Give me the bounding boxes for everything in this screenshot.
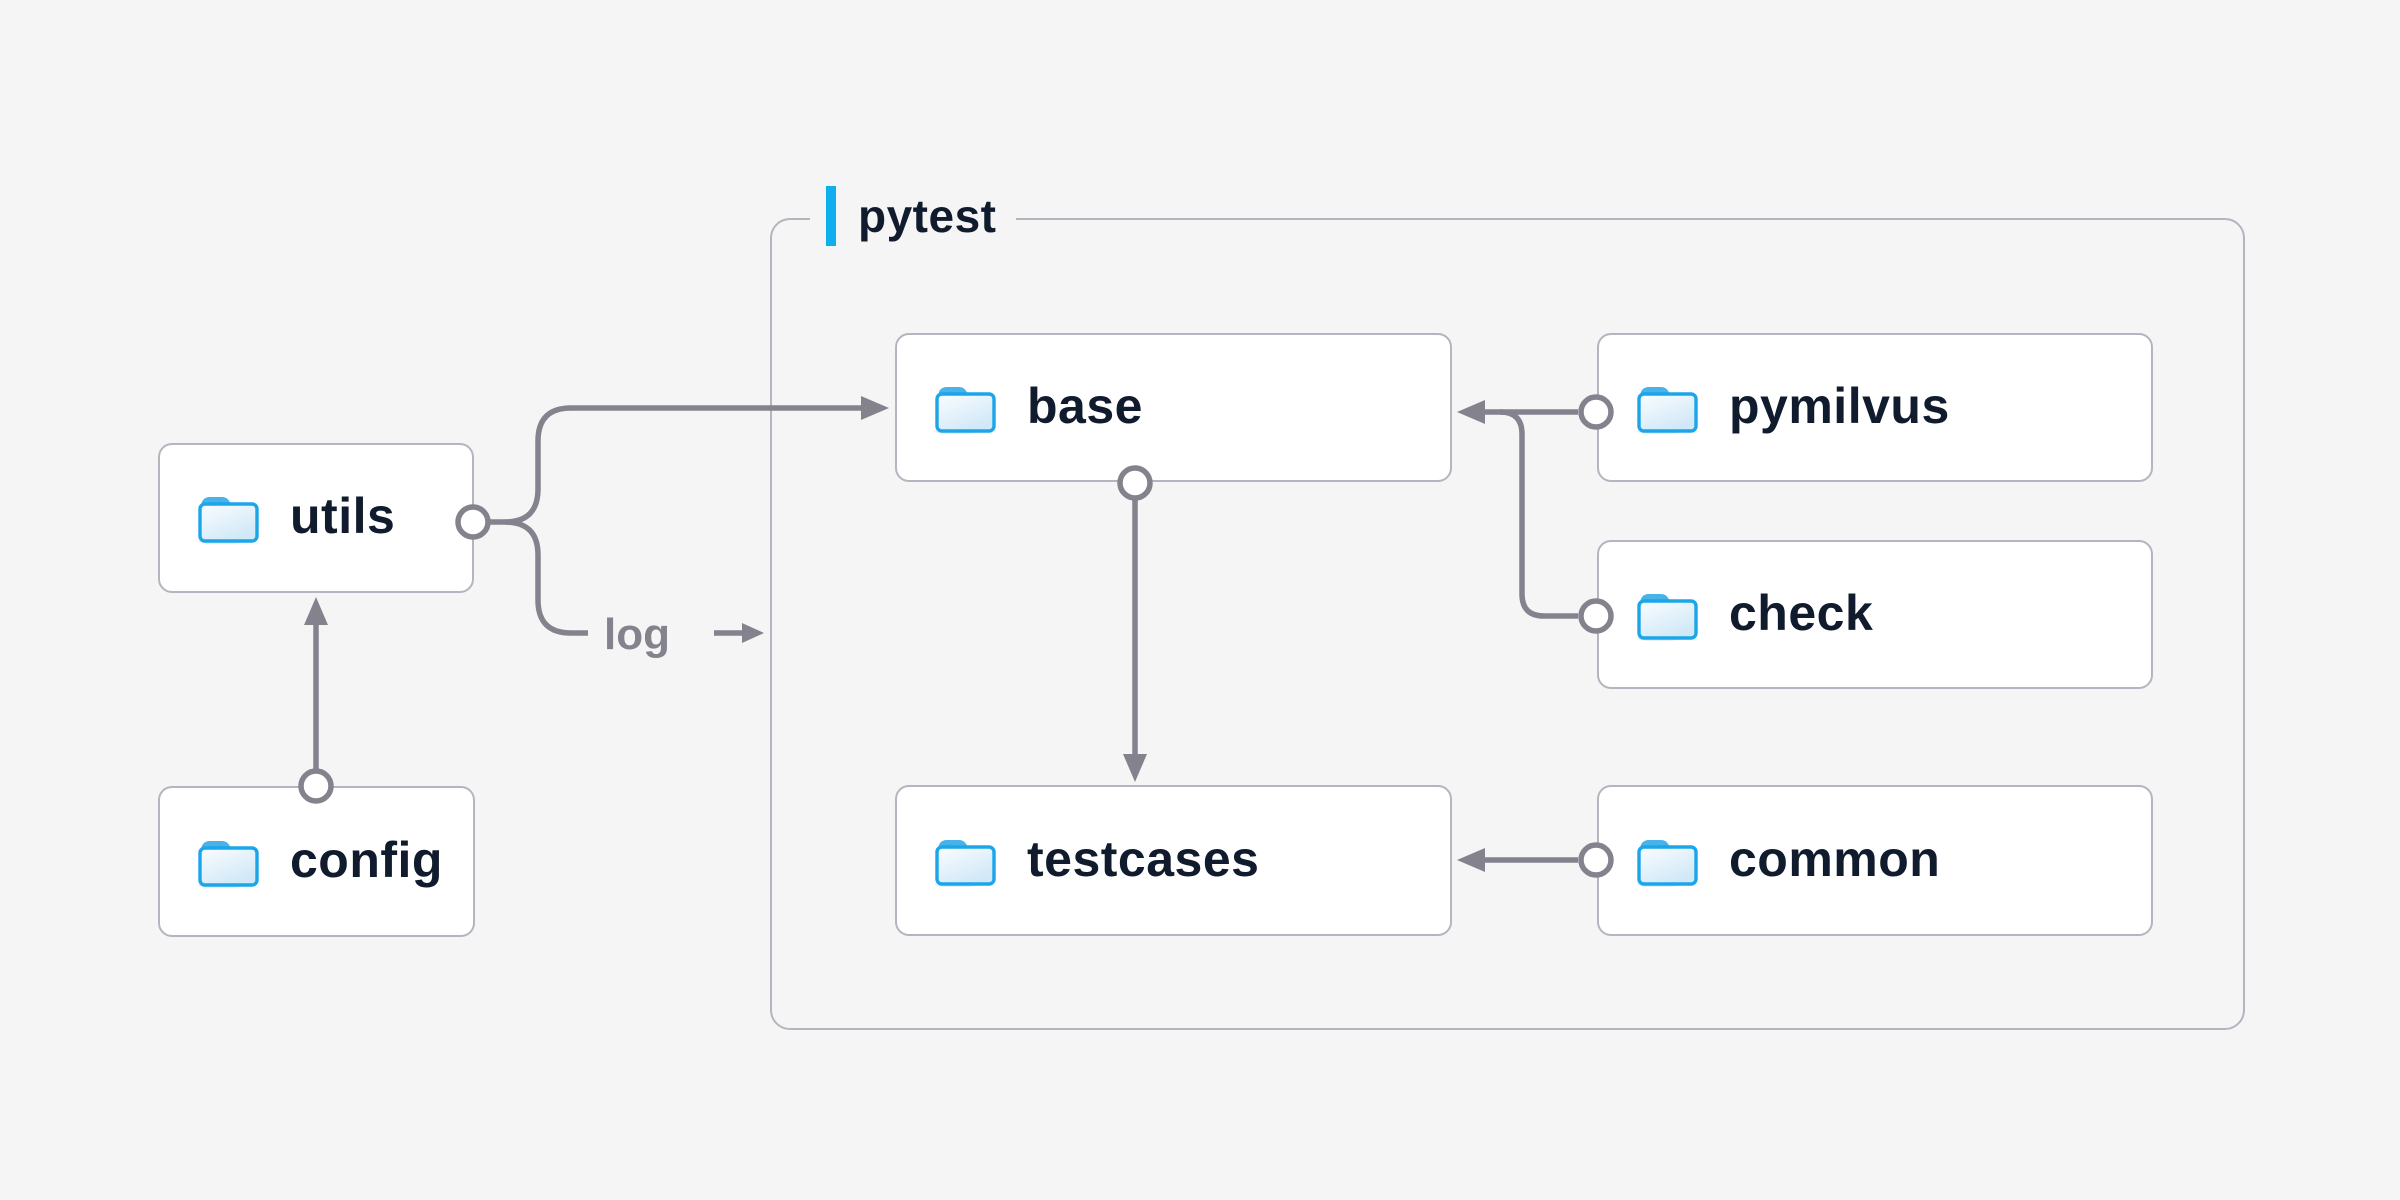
node-label-testcases: testcases <box>1027 830 1260 887</box>
folder-icon <box>196 836 260 888</box>
edge-label-log: log <box>604 610 670 659</box>
edge-utils-log <box>504 519 588 636</box>
pytest-group-label: pytest <box>810 184 1017 248</box>
node-utils: utils <box>158 443 474 593</box>
node-label-pymilvus: pymilvus <box>1729 377 1950 434</box>
node-label-config: config <box>290 831 443 888</box>
node-common: common <box>1597 785 2153 936</box>
node-label-common: common <box>1729 830 1941 887</box>
folder-icon <box>1635 835 1699 887</box>
accent-bar <box>826 186 836 246</box>
folder-icon <box>933 382 997 434</box>
folder-icon <box>1635 589 1699 641</box>
node-check: check <box>1597 540 2153 689</box>
folder-icon <box>1635 382 1699 434</box>
node-label-base: base <box>1027 377 1143 434</box>
node-pymilvus: pymilvus <box>1597 333 2153 482</box>
node-config: config <box>158 786 475 937</box>
folder-icon <box>196 492 260 545</box>
pytest-label-text: pytest <box>858 190 997 242</box>
pytest-group-container <box>770 218 2245 1030</box>
arrowhead-config-utils <box>304 597 328 625</box>
node-testcases: testcases <box>895 785 1452 936</box>
folder-icon <box>933 835 997 887</box>
arrowhead-log <box>742 623 764 643</box>
node-label-check: check <box>1729 584 1874 641</box>
node-base: base <box>895 333 1452 482</box>
node-label-utils: utils <box>290 488 396 544</box>
